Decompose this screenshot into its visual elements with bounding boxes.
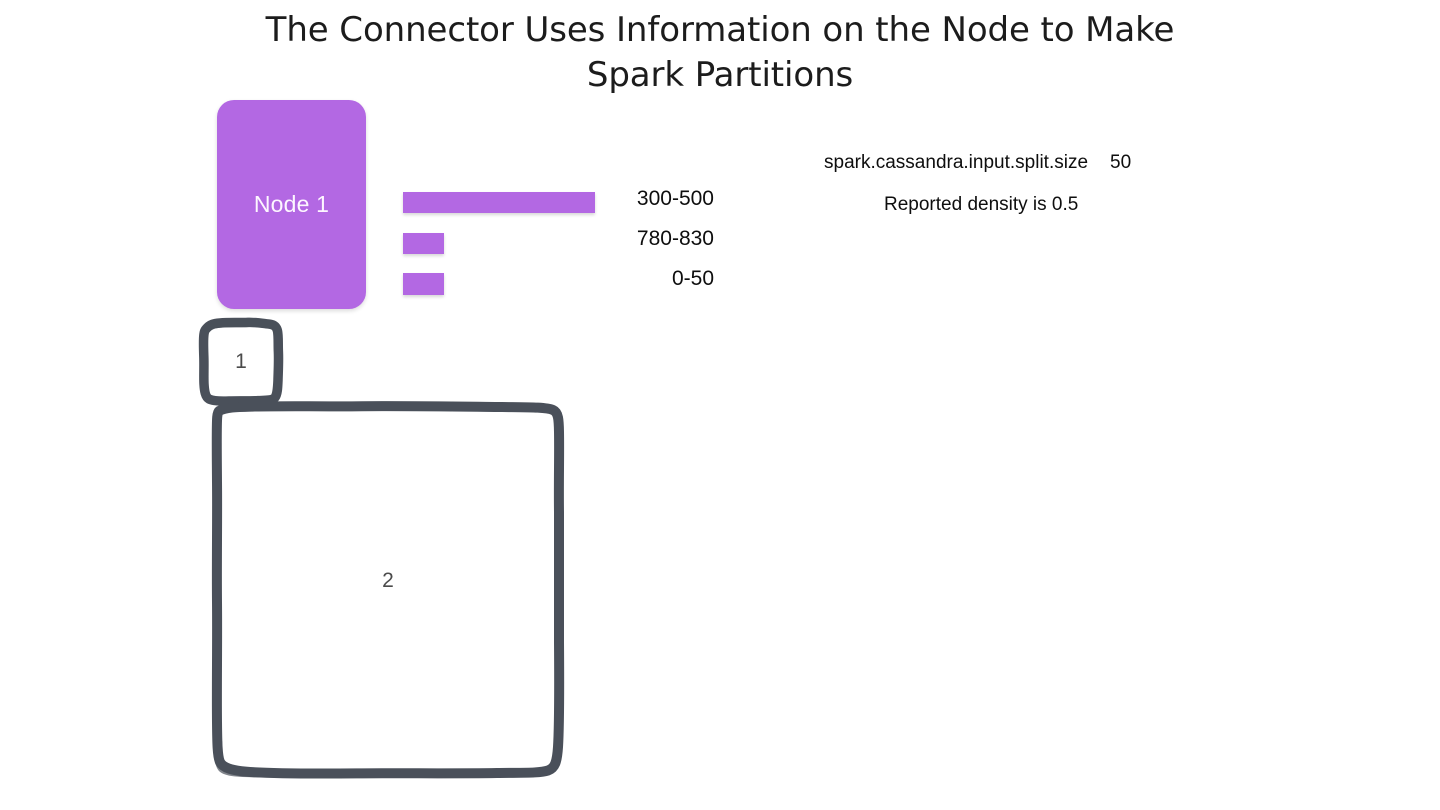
split-size-value: 50 [1110, 152, 1132, 173]
sketch-rect-icon [198, 317, 284, 406]
partition-box-1: 1 [198, 317, 284, 406]
token-range-label: 0-50 [671, 267, 714, 290]
token-range-bar [403, 192, 595, 213]
partition-number: 2 [382, 569, 394, 592]
partition-number: 1 [235, 350, 247, 373]
token-range-bar [403, 273, 444, 295]
token-range-bar [403, 233, 444, 254]
token-range-label: 780-830 [636, 227, 714, 250]
partition-box-2: 2 [211, 401, 565, 779]
reported-density-note: Reported density is 0.5 [884, 194, 1079, 215]
split-size-setting: spark.cassandra.input.split.size 50 [824, 152, 1131, 174]
node-card: Node 1 [217, 100, 366, 309]
page-title: The Connector Uses Information on the No… [265, 10, 1175, 95]
sketch-rect-icon [211, 401, 565, 779]
split-size-key: spark.cassandra.input.split.size [824, 152, 1089, 173]
token-range-label: 300-500 [636, 187, 714, 210]
node-card-label: Node 1 [253, 191, 330, 217]
